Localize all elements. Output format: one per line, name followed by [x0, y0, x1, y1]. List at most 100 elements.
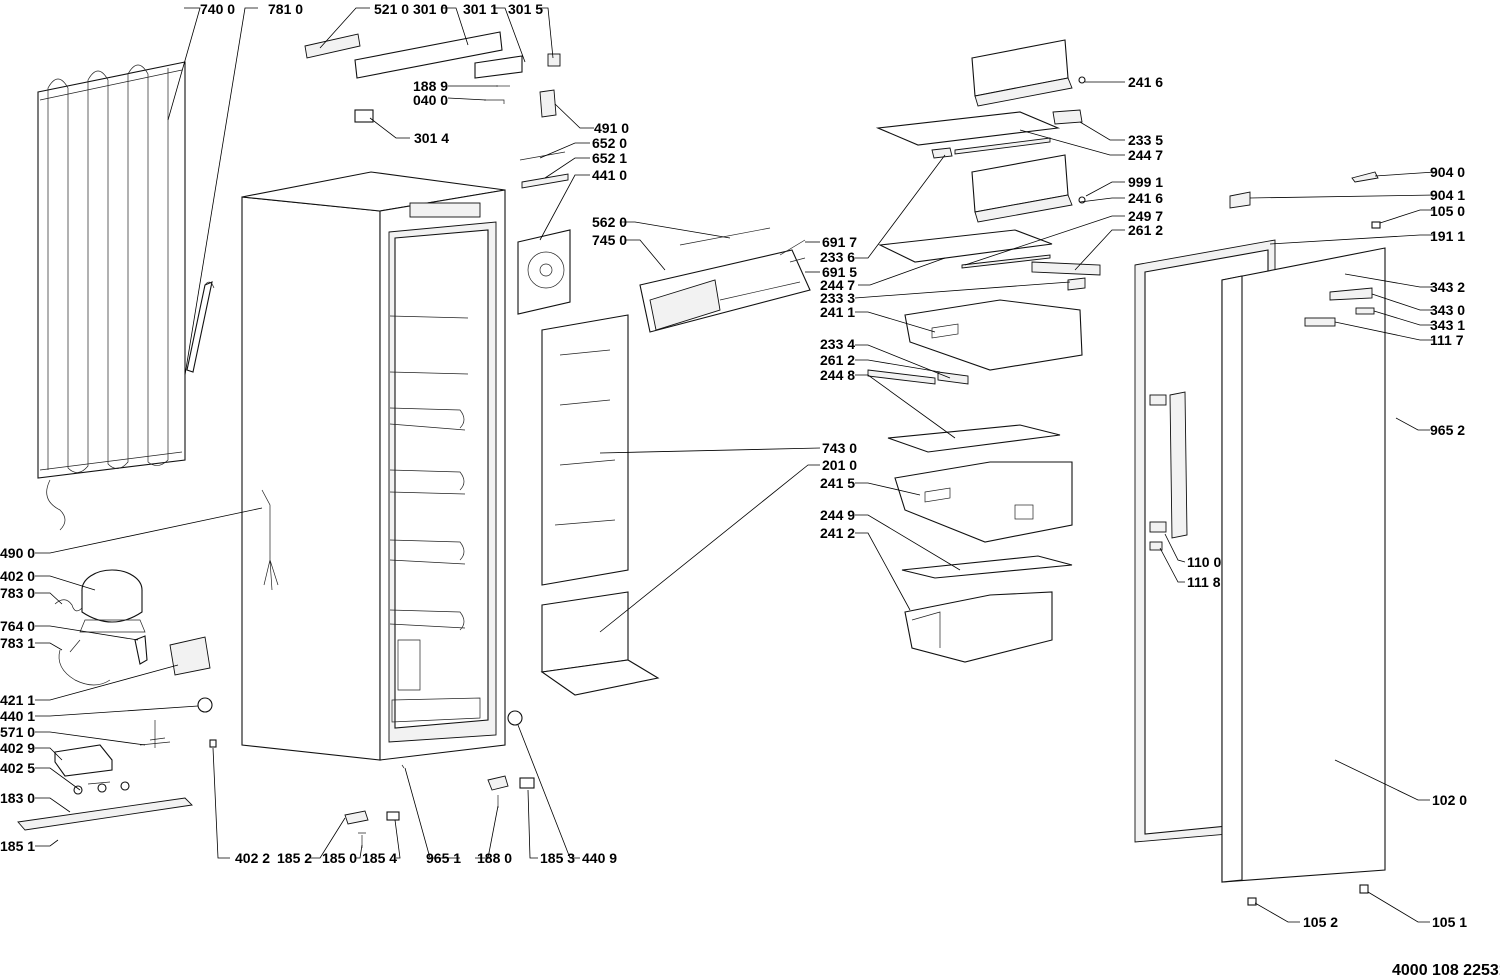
- screw-965-1: [401, 764, 405, 769]
- control-panel: [354, 31, 503, 79]
- feet: [73, 781, 130, 795]
- label-244-7-right: 244 7: [1128, 147, 1163, 163]
- label-241-6-top: 241 6: [1128, 74, 1163, 90]
- hinge-188-0: [487, 775, 509, 791]
- label-241-5: 241 5: [820, 475, 855, 491]
- label-261-2: 261 2: [820, 352, 855, 368]
- rear-panel: [541, 314, 629, 586]
- label-740-0: 740 0: [200, 1, 235, 17]
- label-040-0: 040 0: [413, 92, 448, 108]
- label-301-4: 301 4: [414, 130, 449, 146]
- drawer-rail-261-2: [937, 371, 969, 385]
- control-board: [304, 33, 361, 59]
- label-185-3: 185 3: [540, 850, 575, 866]
- label-421-1: 421 1: [0, 692, 35, 708]
- label-244-7: 244 7: [820, 277, 855, 293]
- handle-cap-bottom: [1149, 521, 1167, 533]
- spring-040-0: [484, 99, 505, 104]
- door-bin-middle: [971, 154, 1086, 223]
- label-185-4: 185 4: [362, 850, 397, 866]
- bottom-channel: [540, 591, 660, 696]
- hinge-343-0: [1329, 287, 1373, 301]
- label-764-0: 764 0: [0, 618, 35, 634]
- label-491-0: 491 0: [594, 120, 629, 136]
- handle-cap-top: [1149, 394, 1167, 406]
- bushing-105-1: [1359, 884, 1369, 894]
- label-402-9: 402 9: [0, 740, 35, 756]
- label-233-3: 233 3: [820, 290, 855, 306]
- knob: [547, 53, 561, 67]
- hinge-cover-904-0: [1351, 171, 1379, 183]
- drawer-rail-244-8: [867, 369, 936, 385]
- door-panel: [1221, 247, 1386, 883]
- label-233-6: 233 6: [820, 249, 855, 265]
- label-965-2: 965 2: [1430, 422, 1465, 438]
- label-783-0: 783 0: [0, 585, 35, 601]
- label-402-2: 402 2: [235, 850, 270, 866]
- label-244-8: 244 8: [820, 367, 855, 383]
- label-261-2-right: 261 2: [1128, 222, 1163, 238]
- label-105-1: 105 1: [1432, 914, 1467, 930]
- panel-cover: [474, 55, 523, 79]
- label-490-0: 490 0: [0, 545, 35, 561]
- glass-shelf-4: [901, 555, 1073, 579]
- label-402-5: 402 5: [0, 760, 35, 776]
- document-number: 4000 108 22531: [1392, 962, 1500, 979]
- label-904-0: 904 0: [1430, 164, 1465, 180]
- label-301-0: 301 0: [413, 1, 448, 17]
- evaporator-assembly: [639, 227, 811, 333]
- label-244-9: 244 9: [820, 507, 855, 523]
- thermostat: [139, 720, 171, 748]
- condenser-coil: [37, 61, 186, 531]
- cabinet: [241, 171, 506, 761]
- base-plate: [17, 797, 193, 831]
- label-191-1: 191 1: [1430, 228, 1465, 244]
- door-handle: [1169, 391, 1188, 539]
- drip-tray: [54, 744, 113, 777]
- clip-261-2: [1067, 277, 1086, 291]
- label-999-1: 999 1: [1128, 174, 1163, 190]
- label-343-2: 343 2: [1430, 279, 1465, 295]
- filter-drier: [134, 635, 148, 665]
- label-965-1: 965 1: [426, 850, 461, 866]
- shelf-support-233-5: [1052, 109, 1083, 125]
- lamp-652-1: [521, 173, 569, 189]
- power-cord: [261, 489, 279, 591]
- label-188-0: 188 0: [477, 850, 512, 866]
- label-652-1: 652 1: [592, 150, 627, 166]
- label-441-0: 441 0: [592, 167, 627, 183]
- label-241-2: 241 2: [820, 525, 855, 541]
- crisper-drawer-top: [904, 299, 1083, 371]
- label-111-7: [1304, 317, 1336, 327]
- label-343-0: 343 0: [1430, 302, 1465, 318]
- label-301-1: 301 1: [463, 1, 498, 17]
- label-105-0: 105 0: [1430, 203, 1465, 219]
- shelf-trim-2: [961, 254, 1051, 269]
- door-bin-top: [971, 39, 1086, 107]
- label-183-0: 183 0: [0, 790, 35, 806]
- part-labels: 740 0 781 0 521 0 301 0 301 1 301 5 188 …: [0, 1, 1467, 930]
- lamp-holder: [539, 89, 557, 118]
- door-side: [1221, 275, 1243, 883]
- label-652-0: 652 0: [592, 135, 627, 151]
- cable-grommet: [507, 710, 523, 726]
- label-562-0: 562 0: [592, 214, 627, 230]
- label-521-0: 521 0: [374, 1, 409, 17]
- cover-301-4: [354, 109, 374, 123]
- glass-shelf-1: [875, 111, 1061, 146]
- label-201-0: 201 0: [822, 457, 857, 473]
- label-105-2: 105 2: [1303, 914, 1338, 930]
- grommet: [197, 697, 213, 713]
- label-241-1: 241 1: [820, 304, 855, 320]
- crisper-drawer-bottom: [904, 591, 1053, 663]
- label-249-7: 249 7: [1128, 208, 1163, 224]
- label-904-1: 904 1: [1430, 187, 1465, 203]
- label-110-0: 110 0: [1187, 554, 1221, 570]
- label-241-6-mid: 241 6: [1128, 190, 1163, 206]
- label-111-7: 111 7: [1430, 332, 1464, 348]
- label-440-9: 440 9: [582, 850, 617, 866]
- part-185-4: [386, 811, 400, 821]
- label-301-5: 301 5: [508, 1, 543, 17]
- lamp-652-0: [519, 151, 566, 161]
